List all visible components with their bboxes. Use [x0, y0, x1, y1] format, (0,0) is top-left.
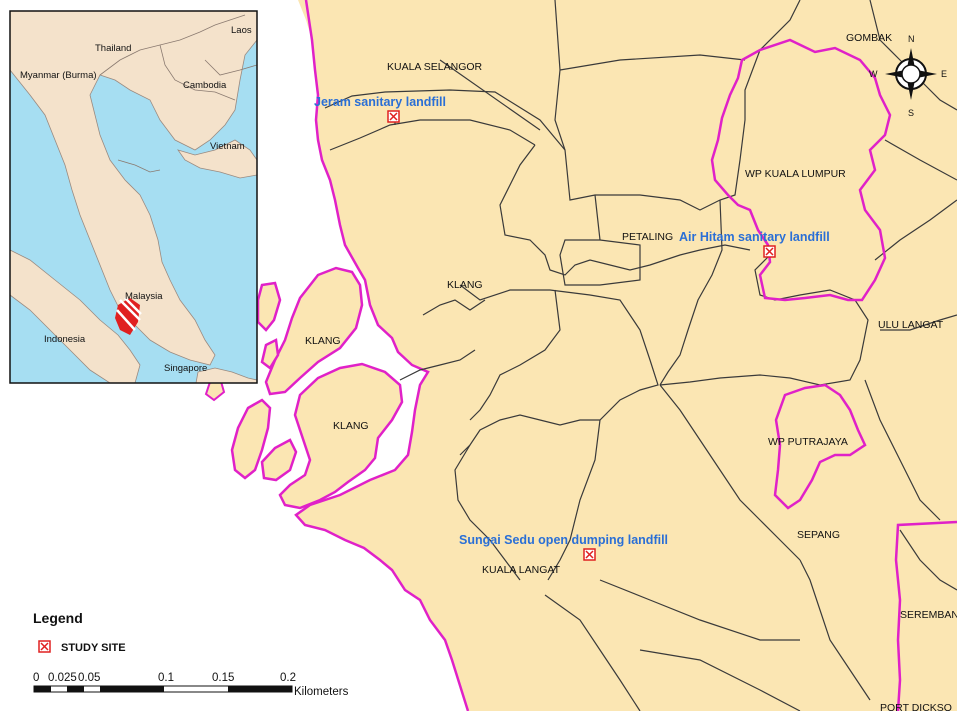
study-site-cross-icon	[765, 247, 774, 256]
island-klang-south	[278, 362, 404, 510]
district-label-wp-kuala-lumpur: WP KUALA LUMPUR	[745, 168, 846, 180]
district-label-sepang: SEPANG	[797, 529, 840, 541]
scale-tick-1: 0.025	[48, 672, 77, 684]
compass-n: N	[908, 34, 915, 44]
district-label-port-dickson: PORT DICKSO	[880, 702, 952, 711]
inset-label-myanmar: Myanmar (Burma)	[20, 70, 97, 81]
district-label-ulu-langat: ULU LANGAT	[878, 319, 944, 331]
district-label-kuala-selangor: KUALA SELANGOR	[387, 61, 483, 73]
district-label-petaling: PETALING	[622, 231, 673, 243]
inset-label-laos: Laos	[231, 25, 252, 36]
state-borders	[710, 38, 957, 711]
island-west-2	[260, 438, 298, 482]
scale-tick-5: 0.2	[280, 672, 296, 684]
study-site-label-air-hitam: Air Hitam sanitary landfill	[679, 230, 830, 244]
compass-e: E	[941, 69, 947, 79]
scale-tick-3: 0.1	[158, 672, 174, 684]
compass-w: W	[869, 69, 878, 79]
scale-tick-2: 0.05	[78, 672, 100, 684]
island-west-3	[256, 281, 282, 332]
scale-bar: 0 0.025 0.05 0.1 0.15 0.2 Kilometers	[33, 672, 349, 698]
legend: Legend STUDY SITE	[33, 610, 126, 654]
district-labels: KUALA SELANGOR GOMBAK WP KUALA LUMPUR PE…	[305, 32, 957, 711]
wp-putrajaya-boundary	[773, 383, 867, 510]
inset-land	[9, 10, 258, 384]
inset-study-area	[115, 297, 142, 335]
study-site-sungai-sedu[interactable]: Sungai Sedu open dumping landfill	[459, 533, 668, 561]
district-label-kuala-langat: KUALA LANGAT	[482, 564, 561, 576]
island-west-1	[230, 398, 272, 480]
district-boundaries	[324, 0, 957, 711]
inset-label-indonesia: Indonesia	[44, 334, 86, 345]
inset-label-thailand: Thailand	[95, 43, 131, 54]
study-site-cross-icon	[585, 550, 594, 559]
inset-labels: Thailand Laos Myanmar (Burma) Cambodia V…	[20, 25, 252, 374]
north-arrow-icon: N S E W	[869, 34, 947, 118]
scale-unit: Kilometers	[294, 686, 349, 698]
inset-borders	[99, 14, 258, 173]
negeri-sembilan-boundary	[894, 520, 957, 711]
district-label-klang-main: KLANG	[447, 279, 483, 291]
scale-tick-0: 0	[33, 672, 39, 684]
legend-cross-icon	[40, 642, 49, 651]
scale-tick-4: 0.15	[212, 672, 234, 684]
mainland	[296, 0, 957, 711]
wp-kuala-lumpur-boundary	[710, 38, 892, 302]
inset-frame	[9, 10, 258, 384]
inset-label-singapore: Singapore	[164, 363, 207, 374]
study-site-label-jeram: Jeram sanitary landfill	[314, 95, 446, 109]
legend-item-study-site: STUDY SITE	[61, 642, 126, 654]
district-label-gombak: GOMBAK	[846, 32, 892, 44]
district-label-klang-island-north: KLANG	[305, 335, 341, 347]
district-label-wp-putrajaya: WP PUTRAJAYA	[768, 436, 848, 448]
inset-map: Thailand Laos Myanmar (Burma) Cambodia V…	[9, 10, 258, 384]
study-site-label-sungai-sedu: Sungai Sedu open dumping landfill	[459, 533, 668, 547]
compass-s: S	[908, 108, 914, 118]
island-west-4	[260, 338, 280, 370]
inset-label-vietnam: Vietnam	[210, 141, 245, 152]
coastline	[294, 0, 470, 711]
inset-label-cambodia: Cambodia	[183, 80, 227, 91]
study-sites: Jeram sanitary landfill Air Hitam sanita…	[314, 95, 830, 561]
legend-title: Legend	[33, 610, 83, 626]
island-klang-north	[264, 266, 364, 396]
inset-label-malaysia: Malaysia	[125, 291, 163, 302]
study-site-jeram[interactable]: Jeram sanitary landfill	[314, 95, 446, 123]
district-label-klang-island-south: KLANG	[333, 420, 369, 432]
district-label-seremban: SEREMBAN	[900, 609, 957, 621]
study-site-air-hitam[interactable]: Air Hitam sanitary landfill	[679, 230, 830, 258]
study-site-cross-icon	[389, 112, 398, 121]
